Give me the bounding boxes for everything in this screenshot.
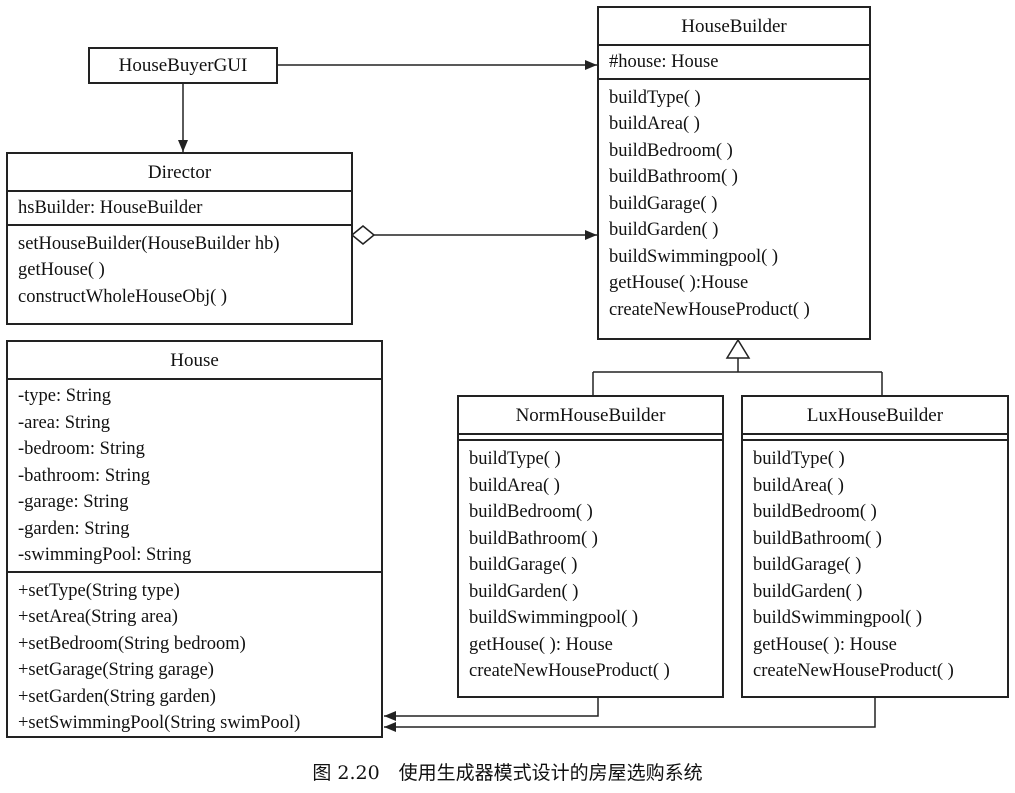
attributes-compartment: hsBuilder: HouseBuilder [8,192,351,226]
figure-caption: 图 2.20 使用生成器模式设计的房屋选购系统 [312,762,703,784]
attribute-row: -type: String [18,386,112,406]
operations-compartment: buildType( ) buildArea( ) buildBedroom( ) b… [599,80,869,327]
class-name: Director [8,154,351,192]
class-name: HouseBuyerGUI [118,55,248,76]
operation-row: buildGarden( ) [469,581,579,602]
class-director[interactable]: Director hsBuilder: HouseBuilder setHous… [6,152,353,325]
attributes-compartment [459,435,722,441]
operation-row: buildGarage( ) [469,555,578,575]
operations-compartment: +setType(String type) +setArea(String are… [8,573,381,740]
attribute-row: -bedroom: String [18,439,145,459]
operation-row: +setGarden(String garden) [18,686,216,707]
operation-row: buildSwimmingpool( ) [753,608,923,628]
attribute-row: -garden: String [18,518,130,539]
operation-row: buildArea( ) [469,475,560,496]
operation-row: buildBathroom( ) [609,167,738,187]
class-name: NormHouseBuilder [459,397,722,435]
operation-row: getHouse( ): House [469,634,613,655]
operations-compartment: buildType( ) buildArea( ) buildBedroom( ) b… [743,441,1007,688]
operation-row: createNewHouseProduct( ) [753,661,954,681]
operation-row: +setType(String type) [18,580,180,601]
attribute-row: #house: House [609,52,719,72]
operations-compartment: setHouseBuilder(HouseBuilder hb) getHouse… [8,226,351,314]
attributes-compartment [743,435,1007,441]
operation-row: buildGarage( ) [753,555,862,575]
norm-builder-to-house-line [384,698,599,721]
operation-row: createNewHouseProduct( ) [469,661,670,681]
operation-row: buildGarden( ) [609,220,719,240]
attributes-compartment: #house: House [599,46,869,80]
operation-row: buildArea( ) [609,114,700,134]
generalization-triangle [725,338,751,359]
lux-builder-to-house-line [384,698,876,732]
class-house[interactable]: House -type: String -area: String -bedroom… [6,340,383,738]
attributes-compartment: -type: String -area: String -bedroom: Stri… [8,380,381,573]
operations-compartment: buildType( ) buildArea( ) buildBedroom( ) b… [459,441,722,688]
class-name: LuxHouseBuilder [743,397,1007,435]
operation-row: setHouseBuilder(HouseBuilder hb) [18,233,280,254]
operation-row: buildSwimmingpool( ) [469,608,639,628]
operation-row: getHouse( ):House [609,273,749,293]
class-lux-house-builder[interactable]: LuxHouseBuilder buildType( ) buildArea( )… [741,395,1009,698]
attribute-row: -garage: String [18,492,129,512]
attribute-row: -area: String [18,412,110,433]
class-norm-house-builder[interactable]: NormHouseBuilder buildType( ) buildArea( … [457,395,724,698]
attribute-row: -swimmingPool: String [18,545,192,565]
operation-row: constructWholeHouseObj( ) [18,286,228,307]
operation-row: buildType( ) [469,449,561,469]
class-house-builder[interactable]: HouseBuilder #house: House buildType( )b… [597,6,871,340]
operation-row: createNewHouseProduct( ) [609,299,810,320]
operation-row: buildBedroom( ) [609,140,733,161]
class-name: House [8,342,381,380]
operation-row: buildBathroom( ) [753,528,882,549]
operation-row: buildBedroom( ) [469,502,593,522]
operation-row: buildBedroom( ) [753,502,877,522]
operation-row: getHouse( ): House [753,634,897,655]
operation-row: getHouse( ) [18,260,105,280]
operation-row: +setArea(String area) [18,607,178,627]
operation-row: +setSwimmingPool(String swimPool) [18,713,301,733]
operation-row: +setBedroom(String bedroom) [18,633,246,654]
operation-row: buildArea( ) [753,475,844,496]
operation-row: buildGarage( ) [609,193,718,214]
attribute-row: hsBuilder: HouseBuilder [18,198,203,218]
operation-row: buildType( ) [609,87,701,108]
operation-row: buildSwimmingpool( ) [609,246,779,267]
operation-row: buildBathroom( ) [469,528,598,549]
class-house-buyer-gui[interactable]: HouseBuyerGUI [88,47,278,84]
class-name: HouseBuilder [599,8,869,46]
operation-row: buildGarden( ) [753,581,863,602]
aggregation-diamond [350,225,376,245]
operation-row: +setGarage(String garage) [18,660,214,680]
attribute-row: -bathroom: String [18,465,151,486]
operation-row: buildType( ) [753,449,845,469]
